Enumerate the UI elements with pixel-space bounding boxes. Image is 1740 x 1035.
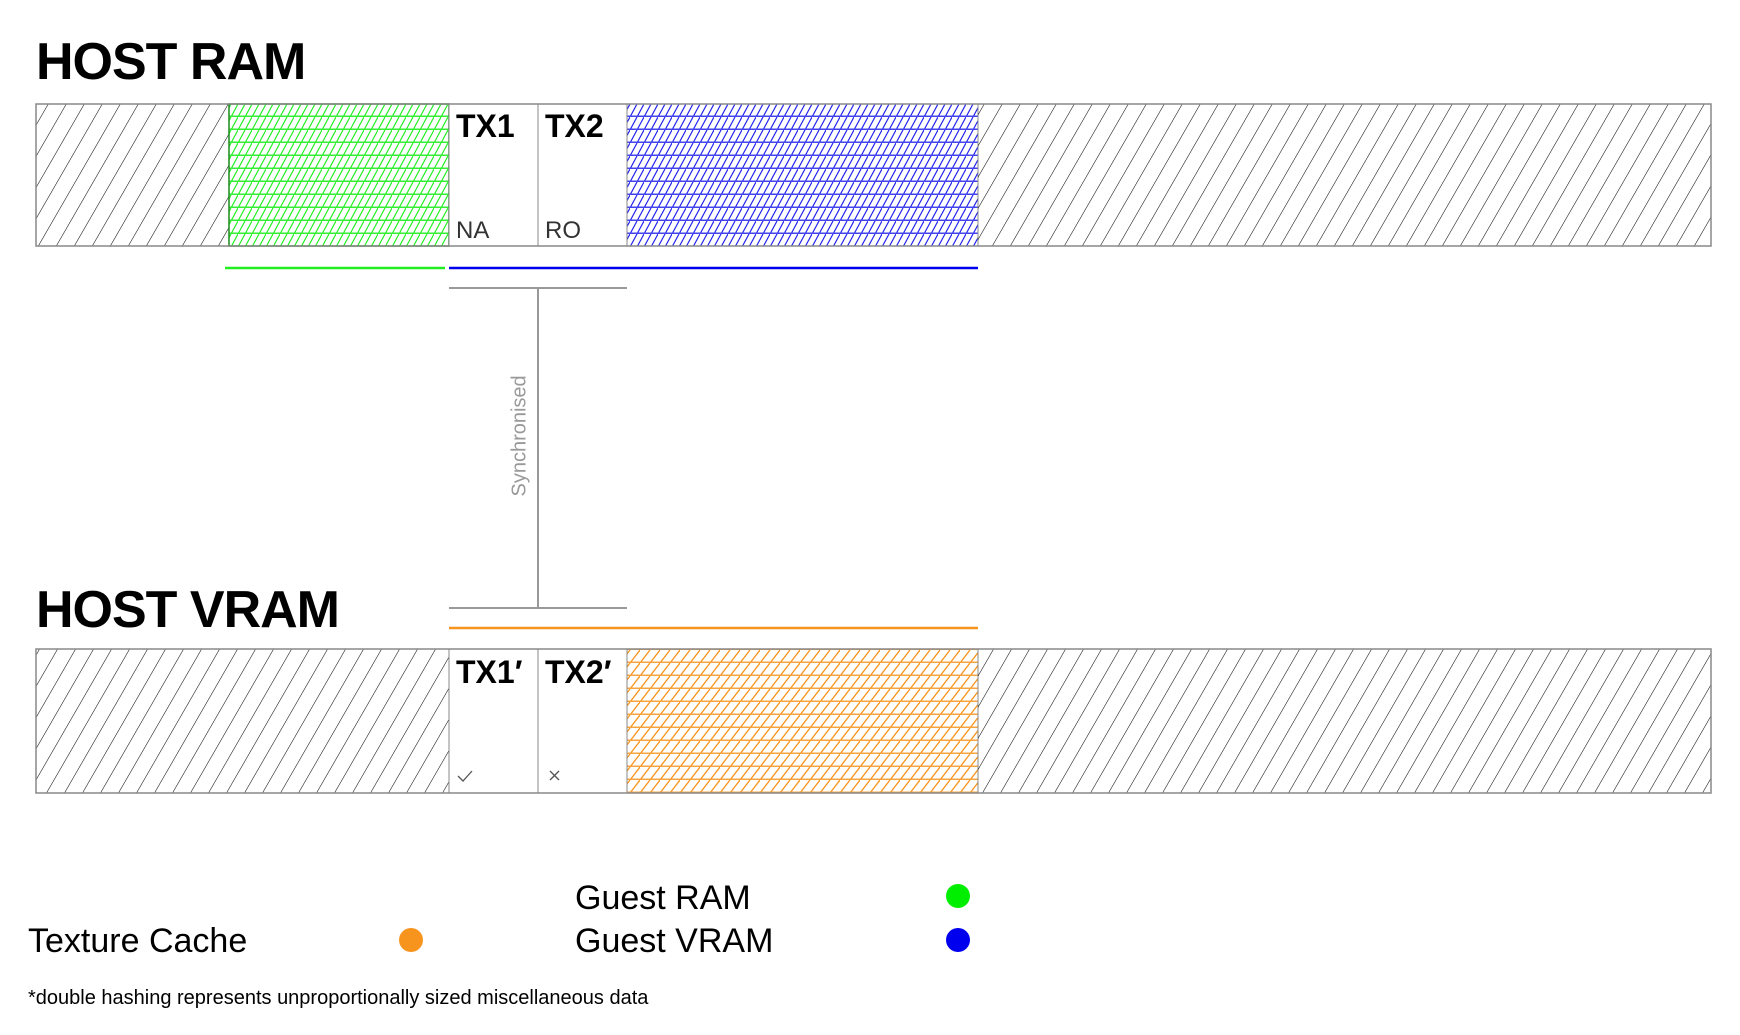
- host-ram-title: HOST RAM: [36, 33, 306, 91]
- synchronised-label: Synchronised: [508, 375, 531, 497]
- guest-vram-region: [626, 103, 979, 247]
- legend-texture-cache-label: Texture Cache: [28, 922, 248, 960]
- host-vram-title: HOST VRAM: [36, 581, 340, 639]
- texture-cache-dot-icon: [399, 928, 423, 952]
- ram-misc-right: [978, 104, 1711, 246]
- vram-misc-left: [36, 649, 449, 793]
- host-vram-bar: [35, 648, 1712, 794]
- tx1-sub: NA: [456, 217, 490, 244]
- sync-bracket: [449, 287, 627, 609]
- tx1-prime-label: TX1′: [456, 654, 523, 690]
- vram-misc-right: [978, 649, 1711, 793]
- legend-guest-vram-label: Guest VRAM: [575, 922, 774, 960]
- tx1-label: TX1: [456, 108, 515, 144]
- footnote: *double hashing represents unproportiona…: [28, 987, 649, 1009]
- tx1-cell: [448, 103, 539, 247]
- check-icon: [457, 770, 473, 782]
- legend-guest-ram-label: Guest RAM: [575, 879, 751, 917]
- tx2-label: TX2: [545, 108, 604, 144]
- cross-icon: [549, 770, 560, 781]
- tx2-sub: RO: [545, 217, 581, 244]
- tx2-prime-label: TX2′: [545, 654, 612, 690]
- guest-vram-dot-icon: [946, 928, 970, 952]
- ram-misc-left: [36, 104, 229, 246]
- tx2-cell: [537, 103, 628, 247]
- host-ram-bar: [35, 103, 1712, 247]
- guest-ram-region: [228, 103, 450, 247]
- tx1-prime-cell: [448, 648, 539, 794]
- guest-ram-dot-icon: [946, 884, 970, 908]
- texture-cache-region: [626, 648, 979, 794]
